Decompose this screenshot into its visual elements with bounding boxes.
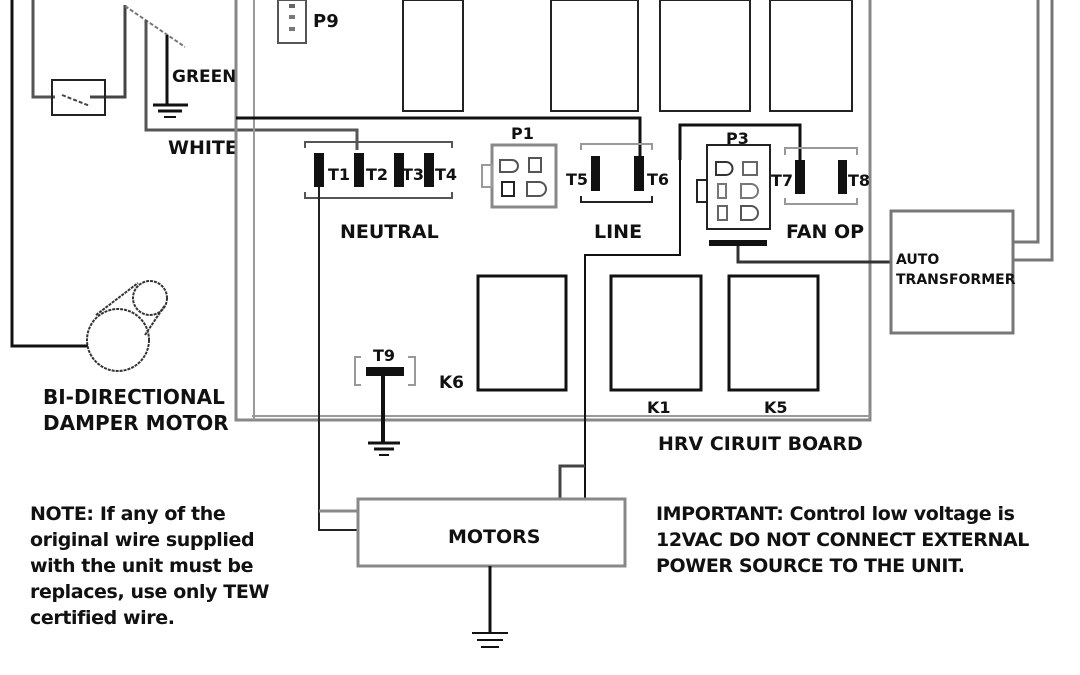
p9-label: P9 [313,11,339,32]
terminal-t8[interactable] [838,160,847,194]
damper-motor-label-1: BI-DIRECTIONAL [43,385,225,409]
terminal-t2[interactable] [354,153,364,187]
motors-secondary-wire [558,464,585,500]
white-wire-label: WHITE [168,137,238,159]
damper-wire-loop [10,0,127,348]
terminal-t5[interactable] [591,156,600,191]
t2-label: T2 [366,165,388,184]
terminal-t6[interactable] [634,156,644,191]
t4-label: T4 [435,165,457,184]
neutral-terminal-block [304,141,453,199]
green-wire-label: GREEN [172,67,237,87]
switch-icon [51,79,106,116]
line-to-motors-wire [584,160,681,500]
p9-connector [277,0,307,44]
t5-label: T5 [566,170,588,189]
fan-op-label: FAN OP [786,221,864,243]
important-keyword: IMPORTANT [656,503,777,525]
terminal-t3[interactable] [394,153,404,187]
note-keyword: NOTE [30,503,87,525]
terminal-t7[interactable] [795,160,805,194]
top-relay-1 [402,0,464,112]
t6-label: T6 [647,170,669,189]
line-terminal-block [580,143,653,203]
neutral-label: NEUTRAL [340,221,439,243]
p3-bus-bar [709,240,767,246]
k1-label: K1 [647,398,671,417]
motors-label: MOTORS [448,526,541,548]
p3-connector [696,144,771,230]
k5-label: K5 [764,398,788,417]
relay-k6-box [476,274,568,392]
ground-icon-motors [472,632,508,648]
t9-terminal [354,356,416,442]
terminal-t1[interactable] [314,153,324,187]
white-wire [144,20,359,150]
note-text: : If any of the original wire supplied w… [30,503,270,629]
relay-k5-box [727,274,820,392]
t1-label: T1 [328,165,350,184]
important-text: : Control low voltage is 12VAC DO NOT CO… [656,503,1029,577]
k6-label: K6 [439,373,464,393]
damper-motor-icon [86,280,168,372]
top-relay-3 [659,0,751,112]
top-relay-row [402,0,853,112]
auto-transformer [889,0,1054,335]
lower-relay-row [476,274,820,392]
relay-k1-box [609,274,703,392]
p3-to-transformer-wire [736,246,892,264]
terminal-t9[interactable] [366,367,404,376]
board-top-wire [236,116,802,160]
p1-label: P1 [511,124,534,143]
board-title: HRV CIRUIT BOARD [658,433,863,455]
p1-connector [481,143,558,209]
line-label: LINE [594,221,642,243]
hrv-circuit-board-outline [234,0,872,422]
important-note: IMPORTANT: Control low voltage is 12VAC … [656,501,1066,579]
t3-label: T3 [402,165,424,184]
t9-label: T9 [373,346,395,365]
t8-label: T8 [848,171,870,190]
auto-transformer-label-1: AUTO [896,252,939,268]
damper-motor-label-2: DAMPER MOTOR [43,411,229,435]
green-wire-diagonal [124,5,186,48]
neutral-to-motors-wire [318,187,358,531]
wire-note: NOTE: If any of the original wire suppli… [30,501,300,631]
ground-icon-green [153,103,188,118]
fan-op-terminal-block [784,147,858,205]
top-relay-4 [769,0,853,112]
t7-label: T7 [771,171,793,190]
top-relay-2 [550,0,639,112]
ground-icon-t9 [368,441,400,456]
terminal-t4[interactable] [424,153,434,187]
p3-label: P3 [726,129,749,148]
auto-transformer-label-2: TRANSFORMER [896,272,1016,288]
